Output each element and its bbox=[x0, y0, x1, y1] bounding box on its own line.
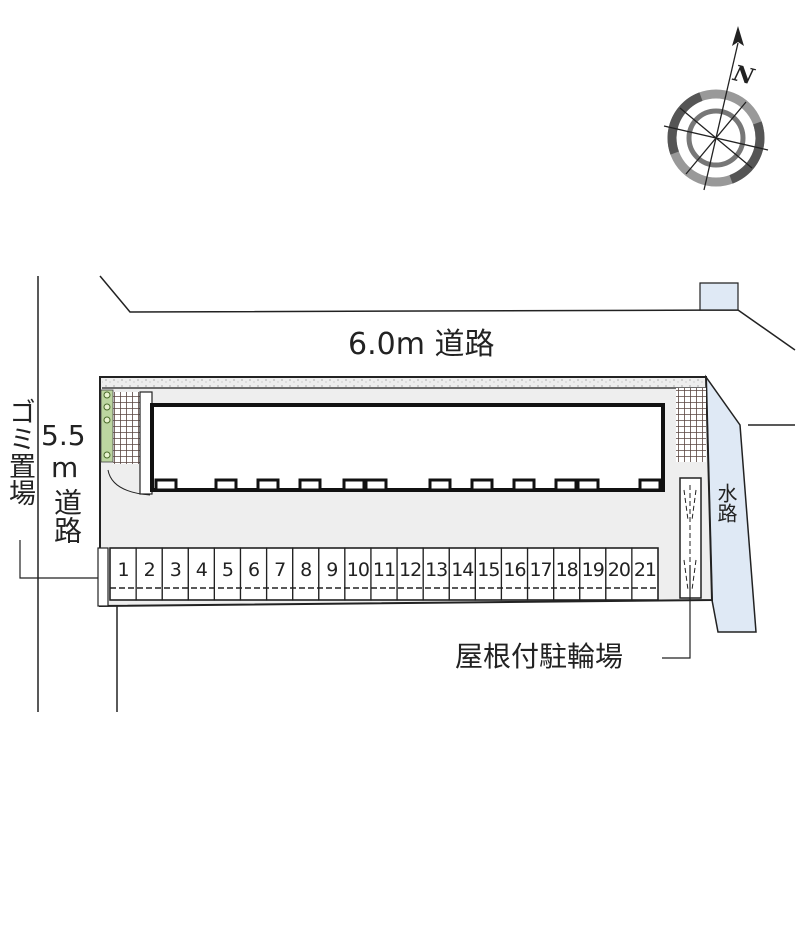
parking-slot-number: 19 bbox=[582, 559, 604, 581]
parking-slot-number: 7 bbox=[274, 559, 285, 581]
top-road-label: 6.0m 道路 bbox=[348, 327, 495, 362]
parking-slot-number: 3 bbox=[170, 559, 181, 581]
parking-slot-number: 4 bbox=[196, 559, 208, 581]
left-road-width: 5.5 bbox=[41, 419, 86, 452]
balcony-notches bbox=[154, 478, 662, 492]
shrub-icons bbox=[103, 391, 111, 459]
parking-slot-number: 8 bbox=[300, 559, 311, 581]
compass-icon: N bbox=[663, 26, 769, 191]
waterway-channel bbox=[699, 282, 739, 311]
parking-slot-number: 1 bbox=[118, 559, 129, 581]
parking-slot-number: 11 bbox=[373, 559, 395, 581]
waterway-label: 水路 bbox=[714, 483, 738, 523]
parking-slot-number: 6 bbox=[248, 559, 259, 581]
top-road-edge bbox=[37, 275, 796, 712]
parking-slot-number: 9 bbox=[326, 559, 337, 581]
garbage-area-label: ゴミ置場 bbox=[4, 398, 35, 506]
parking-slot-21[interactable] bbox=[631, 547, 659, 601]
garden-strip bbox=[100, 389, 114, 463]
right-hatch bbox=[676, 388, 706, 462]
left-road-unit: m bbox=[51, 451, 79, 484]
parking-slot-number: 12 bbox=[399, 559, 421, 581]
parking-slot-number: 10 bbox=[347, 559, 369, 581]
parking-slot-number: 20 bbox=[608, 559, 630, 581]
parking-curb bbox=[97, 547, 109, 607]
parking-slot-number: 2 bbox=[144, 559, 155, 581]
parking-slot-number: 21 bbox=[634, 559, 656, 581]
garbage-leader-line bbox=[19, 540, 100, 579]
bicycle-leader-line bbox=[662, 565, 691, 659]
building bbox=[150, 403, 665, 492]
planting-strip bbox=[102, 379, 705, 388]
parking-slot-number: 5 bbox=[222, 559, 233, 581]
parking-slot-number: 13 bbox=[425, 559, 447, 581]
left-road-label: 道路 bbox=[50, 488, 83, 544]
parking-slot-number: 18 bbox=[556, 559, 578, 581]
parking-slot-number: 15 bbox=[477, 559, 499, 581]
parking-slot-number: 17 bbox=[529, 559, 551, 581]
north-label: N bbox=[730, 60, 758, 91]
parking-slot-number: 16 bbox=[503, 559, 525, 581]
bicycle-parking-label: 屋根付駐輪場 bbox=[455, 640, 624, 673]
parking-slot-number: 14 bbox=[451, 559, 474, 581]
